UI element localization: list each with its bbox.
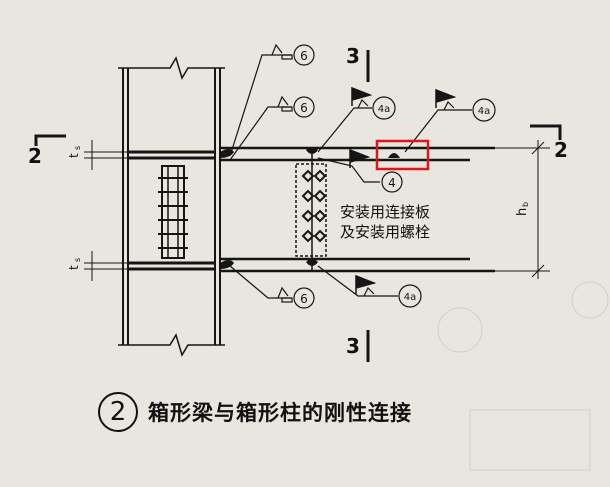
hb-sub: b [521,202,530,207]
weld-tag-w1: 6 [300,49,308,63]
ts-bottom-label: t [67,265,81,270]
bolt-note: 安装用连接板 及安装用螺栓 [340,202,430,242]
ts-top-label: t [67,153,81,158]
column-bolt-group [158,165,188,259]
field-weld-flags [349,86,457,294]
weld-tag-w7: 4a [404,292,417,303]
weld-tag-w4: 4a [478,106,491,117]
ts-top-sub: s [73,146,82,150]
ts-dimension [84,140,128,281]
section-label-bottom: 3 [346,334,360,358]
ts-bottom-sub: s [73,258,82,262]
splice-plate [295,163,327,257]
weld-tag-w6: 6 [300,292,308,306]
bolt-note-line2: 及安装用螺栓 [340,223,431,241]
weld-tag-w2: 6 [300,101,308,115]
weld-ticks [271,43,455,303]
figure-caption: 2 箱形梁与箱形柱的刚性连接 [98,392,412,432]
section-label-top: 3 [346,44,360,68]
section-label-left: 2 [28,144,42,168]
column-diaphragms [128,150,215,271]
hb-dimension [495,140,550,279]
weld-tag-w5: 4 [388,176,396,190]
background-watermark [437,281,609,471]
section-label-right: 2 [554,138,568,162]
weld-tag-circles [293,44,496,309]
highlighted-weld [375,139,430,171]
column-face-welds [220,147,318,269]
bolt-note-line1: 安装用连接板 [340,203,431,221]
box-column [118,56,225,357]
hb-label: h [515,208,530,216]
figure-title: 箱形梁与箱形柱的刚性连接 [148,401,412,425]
weld-tag-labels: 6 6 4a 4a 4 6 4a [300,49,490,306]
section-markers [34,50,562,362]
weld-tag-w3: 4a [378,104,391,115]
dimension-labels: t s t s h b [67,146,530,270]
figure-number: 2 [98,392,138,432]
